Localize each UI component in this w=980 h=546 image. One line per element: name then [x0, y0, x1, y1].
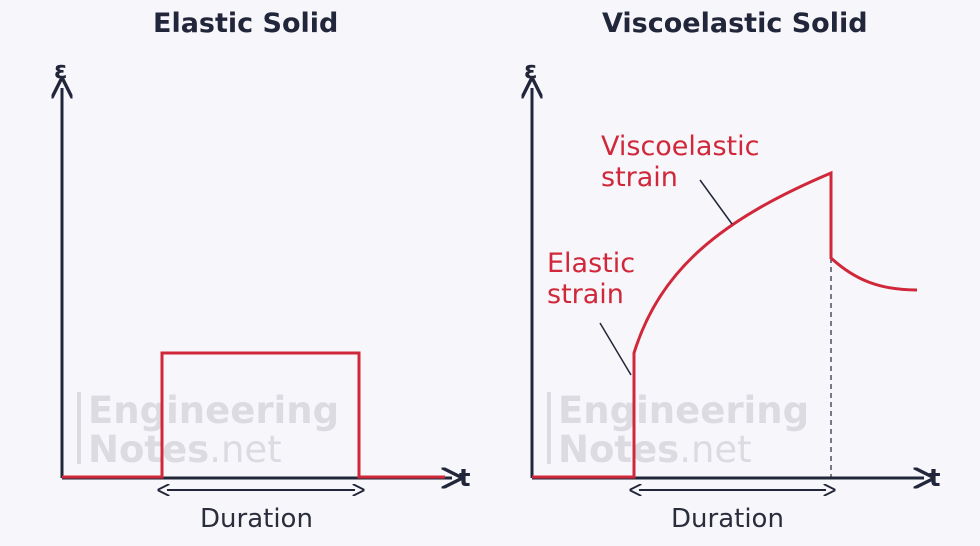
viscoelastic-label-line1: Viscoelastic	[601, 131, 759, 162]
watermark-left: Engineering Notes.net	[77, 389, 339, 471]
watermark-notes: Notes	[558, 428, 679, 471]
watermark-net: .net	[679, 428, 751, 471]
elastic-strain-curve	[62, 351, 445, 479]
viscoelastic-label-line2: strain	[601, 162, 678, 193]
elastic-panel: ε t Duration	[54, 56, 470, 534]
svg-text:Notes.net: Notes.net	[88, 428, 282, 471]
y-axis-label: ε	[524, 56, 537, 84]
x-axis-label: t	[459, 464, 470, 492]
duration-label: Duration	[200, 504, 313, 534]
y-axis-label: ε	[54, 56, 67, 84]
viscoelastic-panel: ε t Viscoelastic strain Elastic strain D…	[524, 56, 940, 534]
elastic-solid-title: Elastic Solid	[153, 8, 339, 39]
viscoelastic-solid-title: Viscoelastic Solid	[602, 8, 868, 39]
watermark-notes: Notes	[88, 428, 209, 471]
watermark-right: Engineering Notes.net	[547, 389, 809, 471]
watermark-net: .net	[209, 428, 281, 471]
x-axis-label: t	[929, 464, 940, 492]
viscoelastic-strain-curve	[532, 170, 918, 479]
duration-label: Duration	[671, 504, 784, 534]
viscoelastic-leader-line	[699, 179, 733, 225]
svg-text:Notes.net: Notes.net	[558, 428, 752, 471]
watermark-line1: Engineering	[88, 389, 339, 432]
watermark-line1: Engineering	[558, 389, 809, 432]
elastic-label-line2: strain	[547, 279, 624, 310]
elastic-leader-line	[599, 322, 632, 376]
elastic-label-line1: Elastic	[547, 248, 635, 279]
